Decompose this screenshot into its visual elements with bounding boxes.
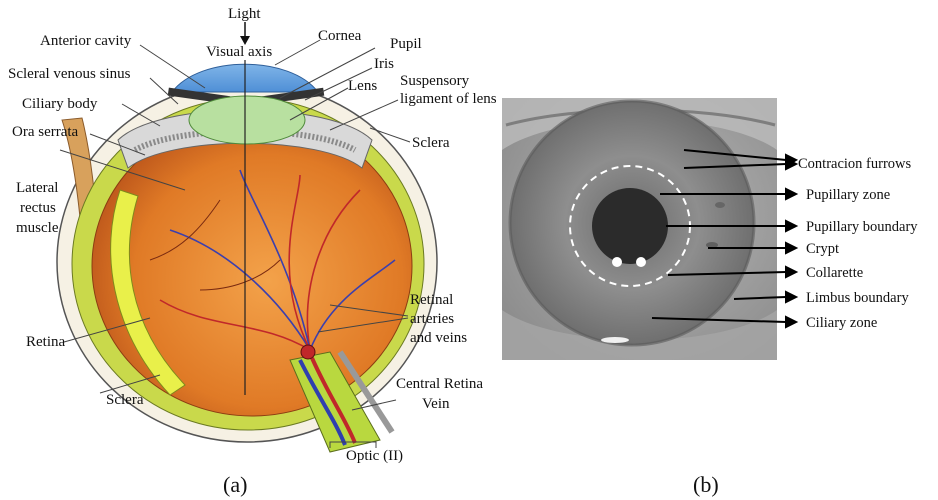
label-central-retina-2: Vein xyxy=(422,396,450,412)
label-limbus-boundary: Limbus boundary xyxy=(806,290,909,306)
label-suspensory-1: Suspensory xyxy=(400,73,470,89)
reflection-left xyxy=(612,257,622,267)
label-optic: Optic (II) xyxy=(346,448,403,464)
label-cornea: Cornea xyxy=(318,28,362,44)
label-sclera-bottom: Sclera xyxy=(106,392,144,408)
label-pupillary-boundary: Pupillary boundary xyxy=(806,219,918,235)
label-pupillary-zone: Pupillary zone xyxy=(806,187,890,203)
lid-highlight xyxy=(601,337,629,343)
label-retina: Retina xyxy=(26,334,65,350)
label-lateral-1: Lateral xyxy=(16,180,58,196)
caption-b: (b) xyxy=(693,472,719,497)
label-anterior-cavity: Anterior cavity xyxy=(40,33,132,49)
label-ciliary-zone: Ciliary zone xyxy=(806,315,877,331)
label-retinal-2: arteries xyxy=(410,311,454,327)
label-retinal-1: Retinal xyxy=(410,292,453,308)
eye-diagram xyxy=(57,22,437,452)
label-contracion-furrows: Contracion furrows xyxy=(798,156,912,172)
label-sclera-right: Sclera xyxy=(412,135,450,151)
label-visual-axis: Visual axis xyxy=(206,44,272,60)
pupil-disc xyxy=(592,188,668,264)
label-scleral-venous-sinus: Scleral venous sinus xyxy=(8,66,131,82)
label-suspensory-2: ligament of lens xyxy=(400,91,497,107)
label-ciliary-body: Ciliary body xyxy=(22,96,98,112)
label-collarette: Collarette xyxy=(806,265,863,281)
caption-a: (a) xyxy=(223,472,247,497)
label-lateral-3: muscle xyxy=(16,220,59,236)
label-pupil: Pupil xyxy=(390,36,422,52)
label-crypt: Crypt xyxy=(806,241,839,257)
lens-shape xyxy=(189,96,305,144)
label-iris: Iris xyxy=(374,56,394,72)
label-lens: Lens xyxy=(348,78,377,94)
label-ora-serrata: Ora serrata xyxy=(12,124,79,140)
label-light: Light xyxy=(228,6,261,22)
reflection-right xyxy=(636,257,646,267)
label-lateral-2: rectus xyxy=(20,200,56,216)
optic-disc xyxy=(301,345,315,359)
label-central-retina-1: Central Retina xyxy=(396,376,483,392)
crypt-mark-2 xyxy=(715,202,725,208)
label-retinal-3: and veins xyxy=(410,330,467,346)
